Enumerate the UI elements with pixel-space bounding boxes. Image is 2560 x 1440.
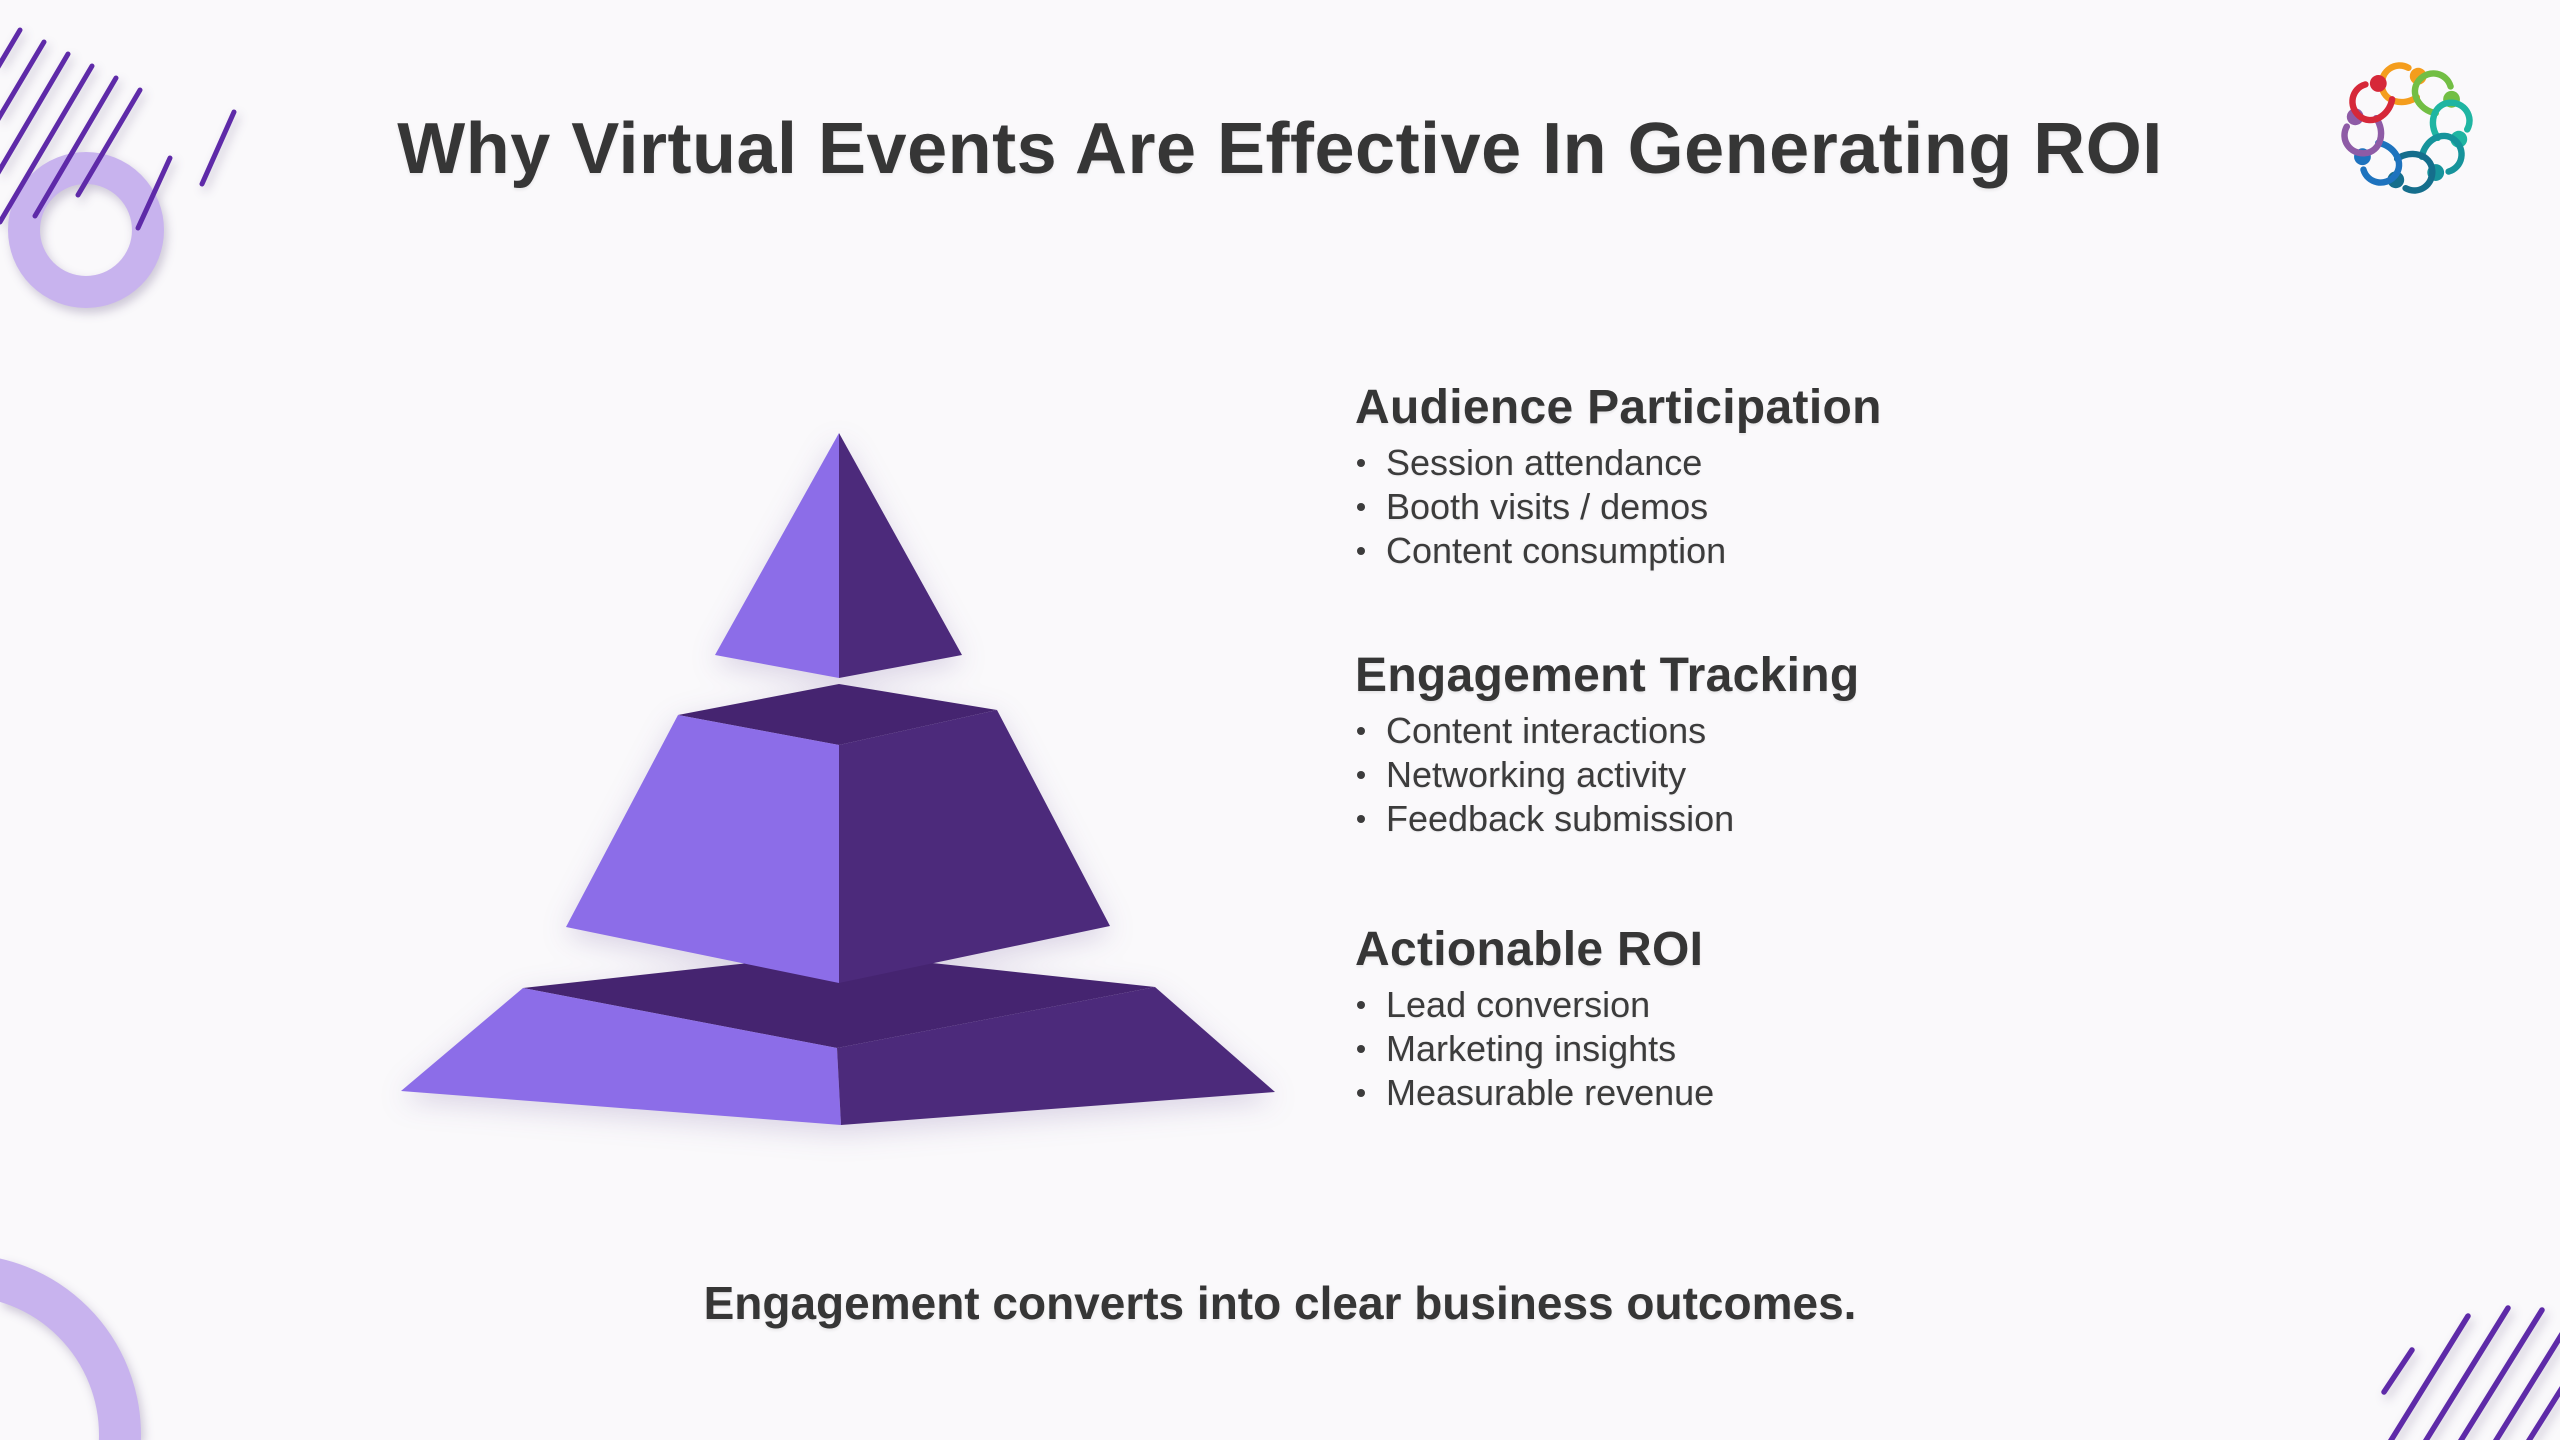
bullet-item: Marketing insights [1355,1027,2115,1071]
bullet-item: Booth visits / demos [1355,485,2115,529]
tier-top-right-face [839,433,962,678]
section-engagement-tracking: Engagement Tracking Content interactions… [1355,647,2115,841]
tier-bottom-top-face [523,953,1155,1048]
bullet-item: Content interactions [1355,709,2115,753]
corner-decoration-top-left [0,27,237,308]
section-actionable-roi: Actionable ROI Lead conversion Marketing… [1355,921,2115,1115]
hatch-lines [2381,1305,2560,1440]
hatch-lines [0,27,237,231]
section-bullet-list: Lead conversion Marketing insights Measu… [1355,983,2115,1115]
page-title: Why Virtual Events Are Effective In Gene… [397,109,2163,189]
pyramid-tier-top [715,433,962,678]
section-heading: Actionable ROI [1355,923,1704,976]
tier-bottom-right-face [837,987,1275,1125]
bullet-item: Content consumption [1355,529,2115,573]
tier-middle-left-face [566,715,839,983]
section-audience-participation: Audience Participation Session attendanc… [1355,379,2115,573]
pyramid-diagram [401,433,1275,1125]
people-circle-logo [2341,62,2473,194]
ring-shape [8,152,164,308]
tier-middle-right-face [839,710,1110,983]
pyramid-tier-middle [566,684,1110,983]
bullet-item: Feedback submission [1355,797,2115,841]
tier-top-left-face [715,433,839,678]
section-bullet-list: Session attendance Booth visits / demos … [1355,441,2115,573]
corner-decoration-bottom-right [2381,1305,2560,1440]
section-heading: Audience Participation [1355,381,1882,434]
ring-arc-shape [0,1258,141,1440]
bullet-item: Networking activity [1355,753,2115,797]
bullet-item: Session attendance [1355,441,2115,485]
section-heading: Engagement Tracking [1355,649,1860,702]
logo-person-upper-left [2349,75,2396,124]
corner-decoration-bottom-left [0,1258,141,1440]
tier-middle-top-face [678,684,997,745]
bullet-item: Lead conversion [1355,983,2115,1027]
tier-bottom-left-face [401,988,841,1125]
bullet-item: Measurable revenue [1355,1071,2115,1115]
section-bullet-list: Content interactions Networking activity… [1355,709,2115,841]
pyramid-tier-bottom [401,953,1275,1125]
footer-takeaway: Engagement converts into clear business … [703,1277,1857,1329]
